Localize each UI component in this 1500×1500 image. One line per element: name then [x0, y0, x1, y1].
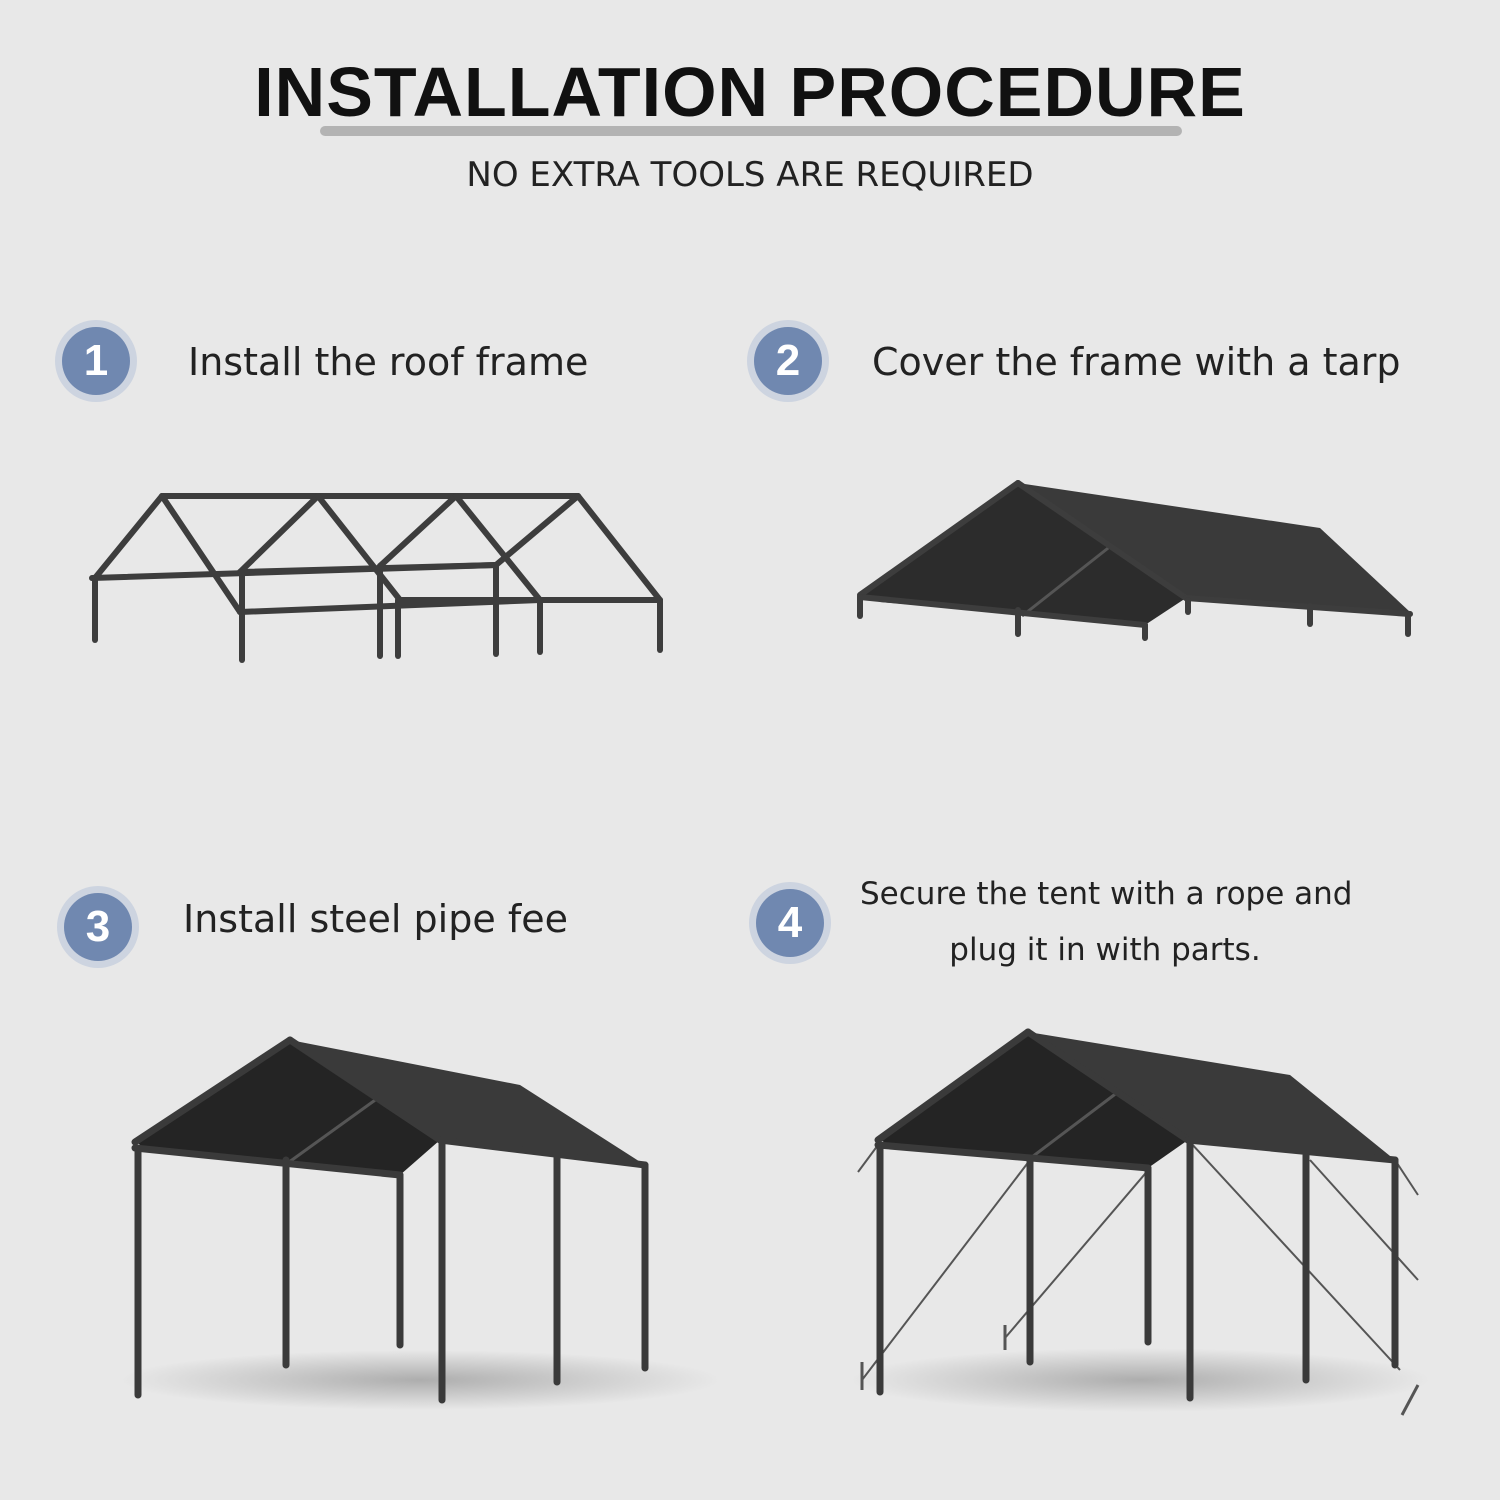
roof-frame-illustration: [89, 493, 663, 663]
page-subtitle: NO EXTRA TOOLS ARE REQUIRED: [466, 155, 1034, 195]
title-underline: [320, 126, 1182, 136]
step-4-text-line-1: Secure the tent with a rope and: [860, 876, 1353, 912]
step-3-text: Install steel pipe fee: [183, 897, 568, 941]
step-3-badge: 3: [57, 886, 139, 968]
tarp-frame-illustration: [857, 480, 1413, 641]
step-2-badge: 2: [747, 320, 829, 402]
tent-ropes-illustration: [850, 1028, 1430, 1416]
step-4-text: Secure the tent with a rope and plug it …: [860, 866, 1353, 978]
step-1-number: 1: [62, 327, 130, 395]
step-4-badge: 4: [749, 882, 831, 964]
step-1-badge: 1: [55, 320, 137, 402]
tent-legs-illustration: [120, 1036, 720, 1410]
page-title: INSTALLATION PROCEDURE: [254, 53, 1246, 131]
step-2-number: 2: [754, 327, 822, 395]
step-3-number: 3: [64, 893, 132, 961]
step-2-text: Cover the frame with a tarp: [872, 340, 1401, 384]
step-4-text-line-2: plug it in with parts.: [949, 932, 1261, 968]
step-4-number: 4: [756, 889, 824, 957]
step-1-text: Install the roof frame: [188, 340, 589, 384]
